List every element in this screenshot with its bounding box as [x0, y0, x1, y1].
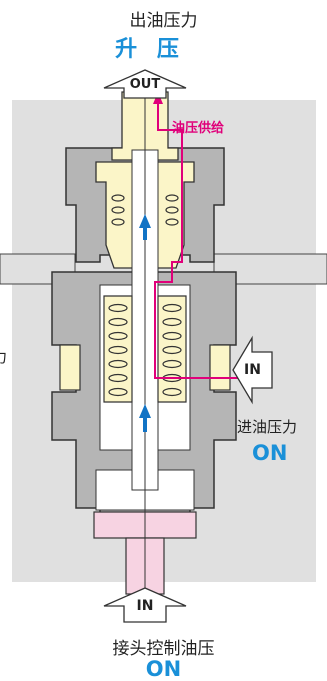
output-pressure-label: 出油压力	[129, 11, 198, 31]
joint-pressure-label: 接头控制油压	[112, 639, 215, 659]
upper-springs	[111, 194, 179, 226]
left-edge-label: 力	[0, 346, 7, 367]
right-in-label: IN	[244, 362, 261, 378]
bottom-in-arrow	[103, 587, 187, 623]
out-arrow	[103, 69, 187, 99]
right-in-arrow	[232, 335, 273, 405]
flow-arrow-lower	[139, 404, 151, 432]
inlet-pressure-label: 进油压力	[237, 418, 298, 436]
oil-supply-label: 油压供给	[172, 121, 225, 136]
bottom-in-label: IN	[136, 598, 154, 614]
joint-on-label: ON	[145, 657, 182, 681]
right-side-port	[209, 344, 231, 391]
oil-supply-line	[154, 100, 238, 379]
lower-springs	[108, 303, 182, 397]
out-label: OUT	[129, 77, 161, 92]
left-side-port	[59, 344, 81, 391]
inlet-on-label: ON	[252, 441, 288, 465]
flow-arrow-upper	[139, 214, 151, 240]
pressure-up-label: 升 压	[115, 37, 185, 62]
